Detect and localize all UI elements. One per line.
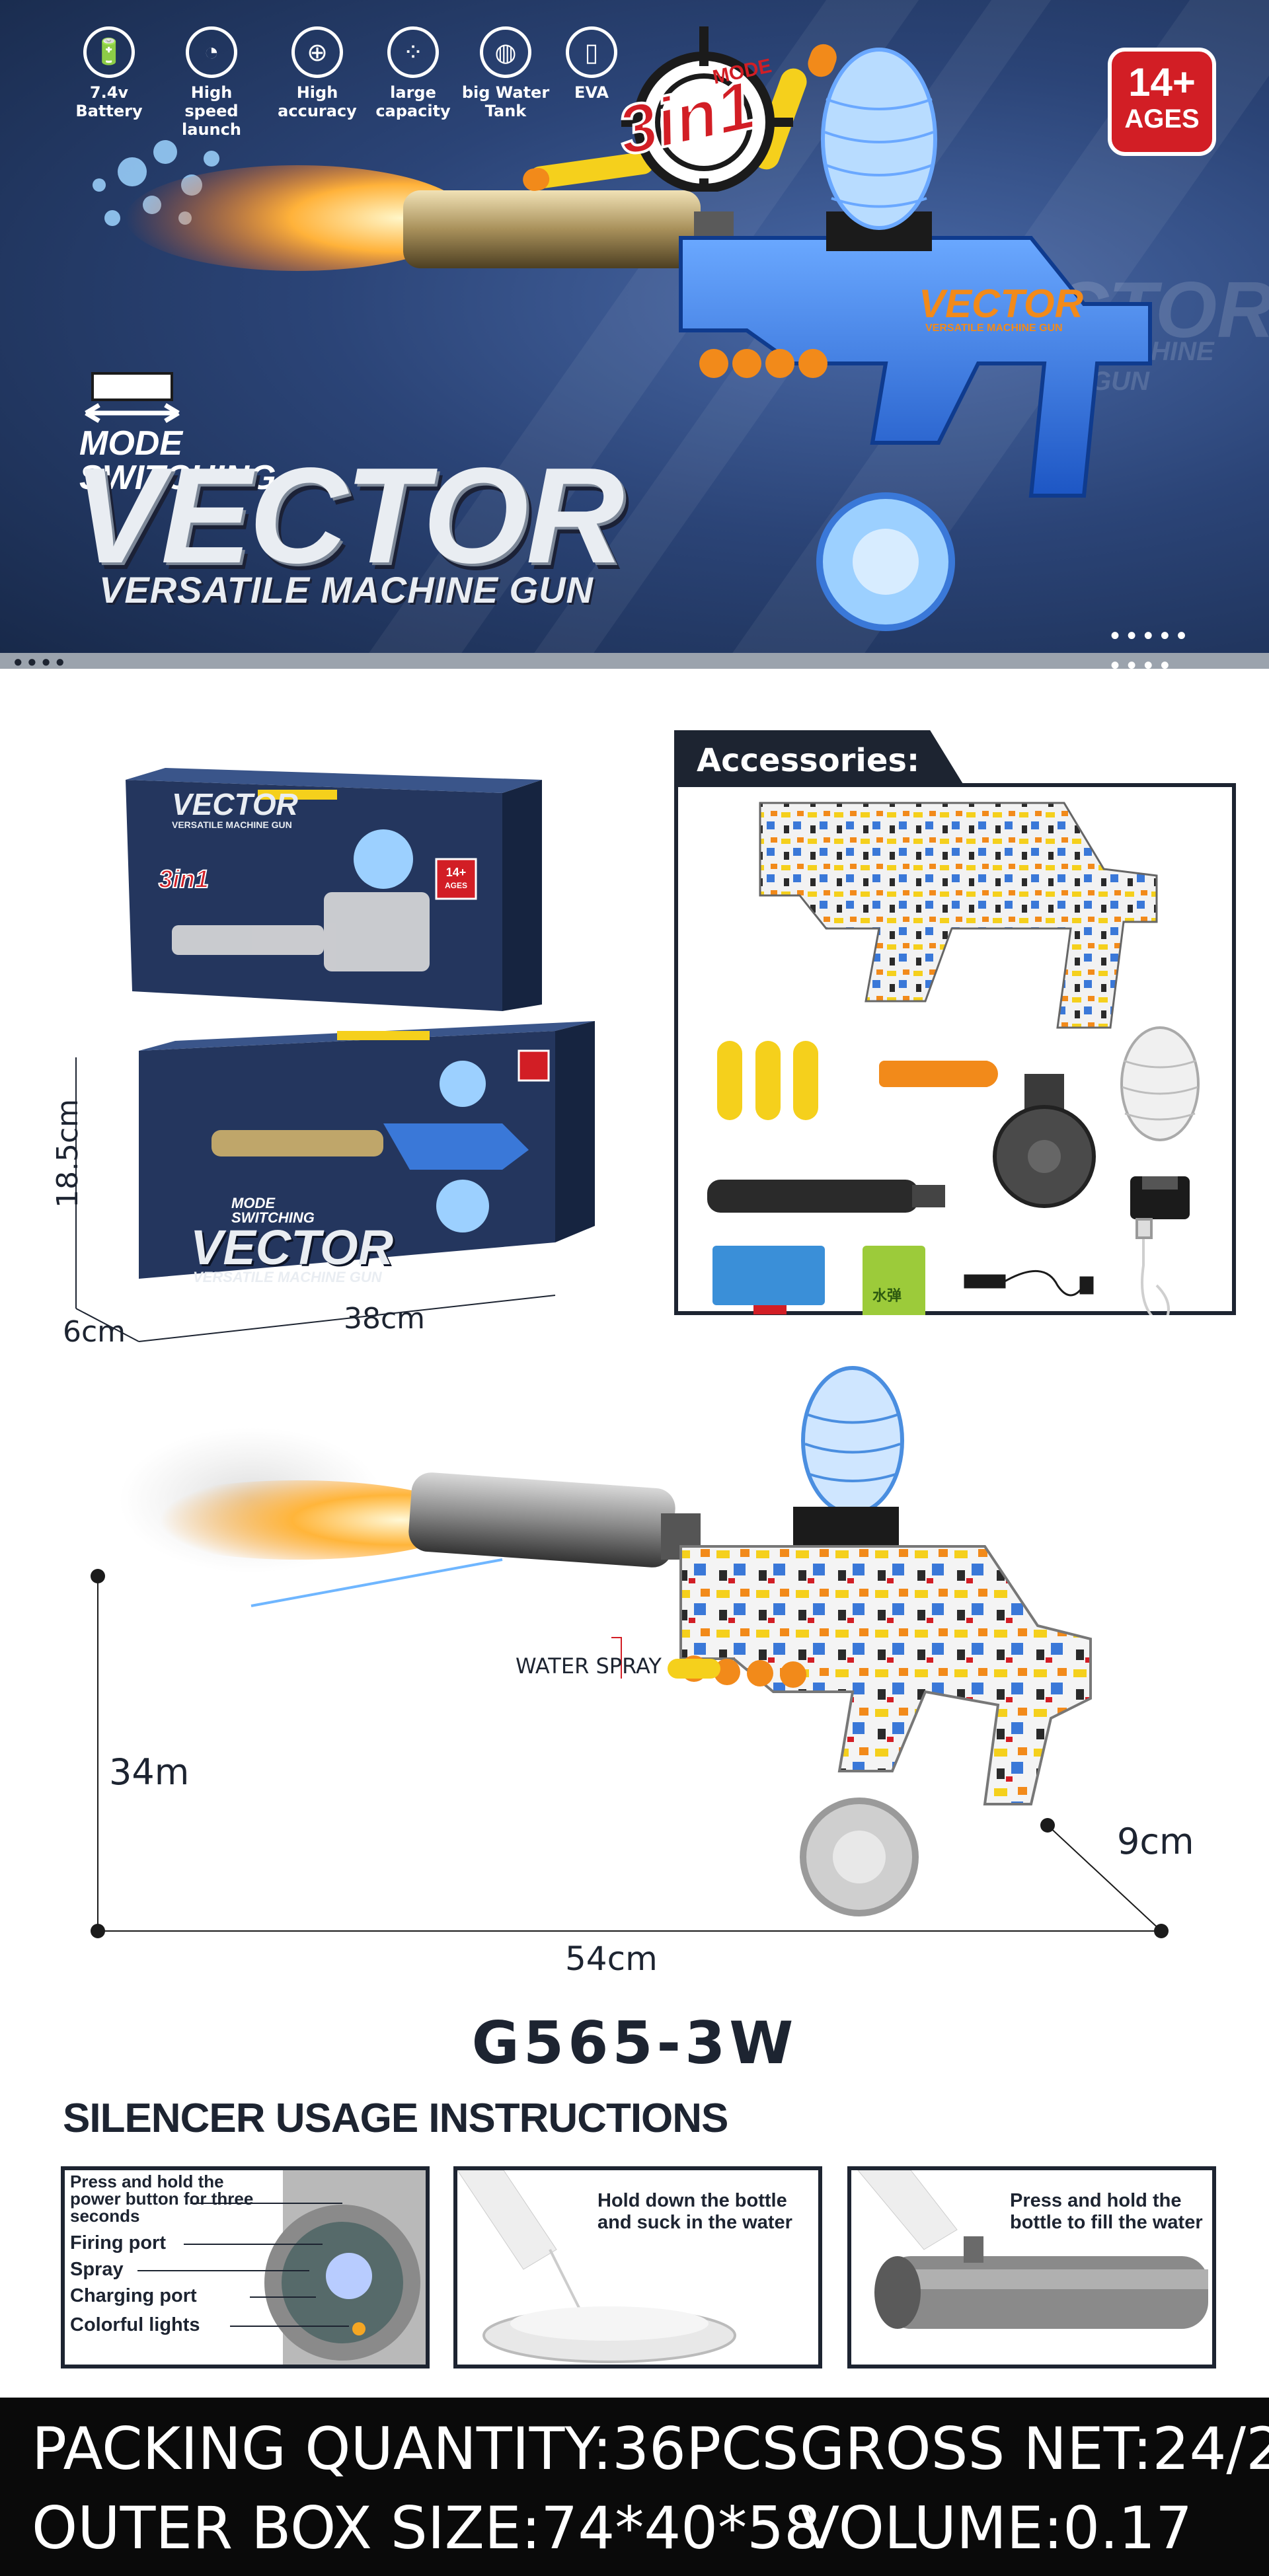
- spray-note: Spray: [70, 2259, 124, 2280]
- feature-capacity: ⁘ large capacity: [364, 26, 463, 120]
- silencer-panel-2: Hold down the bottle and suck in the wat…: [453, 2166, 822, 2368]
- usb-charger-icon: [964, 1269, 1094, 1297]
- age-badge: 14+ AGES: [1108, 48, 1216, 156]
- age-number: 14+: [1128, 60, 1196, 104]
- beads-icon: ⁘: [387, 26, 439, 78]
- mode-switching: MODE SWITCHING: [79, 367, 449, 495]
- accessories-panel: Accessories:: [674, 730, 1236, 1315]
- accessories-tab: Accessories:: [674, 730, 965, 787]
- feature-water-tank: ◍ big Water Tank: [456, 26, 555, 120]
- packing-quantity: PACKING QUANTITY:36PCS: [32, 2415, 799, 2483]
- gun-width-label: 54cm: [565, 1940, 658, 1978]
- volume: VOLUME:0.17: [800, 2494, 1193, 2562]
- drum-magazine-icon: [993, 1074, 1096, 1208]
- model-number: G565-3W: [471, 2009, 798, 2077]
- gross-net: GROSS NET:24/22: [800, 2415, 1269, 2483]
- bottle-suck-note: Hold down the bottle and suck in the wat…: [597, 2190, 792, 2233]
- crosshair-icon: ⊕: [291, 26, 343, 78]
- hero-banner: VECTOR MACHINE GUN: [0, 0, 1269, 669]
- main-gun-illustration: [91, 1366, 1169, 1938]
- water-spray-label: WATER SPRAY: [516, 1653, 662, 1679]
- firing-port-note: Firing port: [70, 2232, 166, 2254]
- bead-hopper-icon: [1120, 1026, 1200, 1141]
- box-illustration: [75, 768, 595, 1342]
- feature-label: High accuracy: [278, 83, 357, 120]
- feature-label: High speed launch: [182, 83, 241, 139]
- front-box-mode-label: MODE SWITCHING: [231, 1195, 315, 1226]
- feature-label: EVA: [574, 83, 609, 102]
- packaging-boxes: VECTOR VERSATILE MACHINE GUN 14+ AGES 3i…: [40, 740, 634, 1355]
- silencer-icon: [707, 1180, 945, 1213]
- age-label: AGES: [1124, 104, 1200, 133]
- silencer-panel-3: Press and hold the bottle to fill the wa…: [847, 2166, 1216, 2368]
- box-width-label: 38cm: [344, 1302, 426, 1336]
- bottle-suck-illustration: [457, 2170, 736, 2363]
- battery-icon: 🔋: [83, 26, 135, 78]
- accessories-items: [707, 802, 1200, 1315]
- back-box-badge: 3in1: [158, 865, 210, 894]
- back-box-title: VECTOR: [172, 787, 298, 821]
- foam-darts-icon: [717, 1041, 818, 1120]
- press-button-note: Press and hold the power button for thre…: [70, 2172, 254, 2226]
- charging-port-note: Charging port: [70, 2285, 197, 2306]
- gun-height-label: 34m: [109, 1751, 190, 1793]
- mode-switching-text: MODE SWITCHING: [79, 424, 276, 497]
- capsule-icon: ▯: [566, 26, 617, 78]
- dart-holder-icon: [879, 1061, 998, 1087]
- usb-cable-icon: [1135, 1218, 1170, 1315]
- outer-box-size: OUTER BOX SIZE:74*40*58: [32, 2494, 822, 2562]
- silencer-end-icon: [137, 2170, 426, 2365]
- feature-label: large capacity: [375, 83, 451, 120]
- speedometer-icon: ◔: [186, 26, 237, 78]
- hero-bottom-band: [0, 653, 1269, 669]
- feature-label: big Water Tank: [461, 83, 550, 120]
- silencer-title: SILENCER USAGE INSTRUCTIONS: [63, 2096, 728, 2141]
- back-box-age-number: 14+: [445, 866, 467, 879]
- water-beads-label: 水弹: [872, 1287, 902, 1304]
- gun-logo: VECTOR: [919, 282, 1083, 326]
- box-height-label: 18.5cm: [51, 1098, 85, 1209]
- dots-decoration: • • • • •• • • •: [1110, 621, 1186, 669]
- feature-battery: 🔋 7.4v Battery: [59, 26, 159, 120]
- graffiti-gun-icon: [759, 802, 1158, 1029]
- hero-subtitle: VERSATILE MACHINE GUN: [99, 569, 594, 611]
- hero-title: VECTOR: [73, 439, 625, 591]
- bottle-fill-illustration: [857, 2170, 1208, 2329]
- mode-3in1-badge: [621, 26, 793, 192]
- back-box-age: 14+ AGES: [438, 866, 475, 892]
- hero-gun-illustration: [93, 44, 1152, 631]
- silencer-panel-1: Press and hold the power button for thre…: [61, 2166, 430, 2368]
- hopper-adapter-icon: [1130, 1176, 1190, 1219]
- gun-logo-sub: VERSATILE MACHINE GUN: [925, 322, 1063, 334]
- feature-accuracy: ⊕ High accuracy: [268, 26, 367, 120]
- water-tank-icon: ◍: [480, 26, 531, 78]
- dots-decoration: ● ● ● ●: [13, 653, 65, 669]
- feature-eva: ▯ EVA: [542, 26, 641, 102]
- footer-specs: PACKING QUANTITY:36PCS GROSS NET:24/22 O…: [0, 2398, 1269, 2576]
- water-beads-icon: [863, 1246, 925, 1315]
- back-box-age-label: AGES: [444, 881, 467, 890]
- mode-switch-icon: [85, 372, 180, 424]
- front-box-title: VECTOR: [190, 1220, 394, 1275]
- box-depth-label: 6cm: [63, 1315, 126, 1349]
- gun-depth-label: 9cm: [1117, 1821, 1194, 1862]
- accessories-title: Accessories:: [697, 742, 920, 779]
- bottle-fill-note: Press and hold the bottle to fill the wa…: [1010, 2190, 1203, 2233]
- front-box-sub: VERSATILE MACHINE GUN: [193, 1269, 382, 1285]
- colorful-lights-note: Colorful lights: [70, 2314, 200, 2335]
- battery-pack-icon: [712, 1246, 825, 1314]
- feature-speed: ◔ High speed launch: [162, 26, 261, 139]
- feature-label: 7.4v Battery: [75, 83, 143, 120]
- back-box-sub: VERSATILE MACHINE GUN: [172, 819, 292, 830]
